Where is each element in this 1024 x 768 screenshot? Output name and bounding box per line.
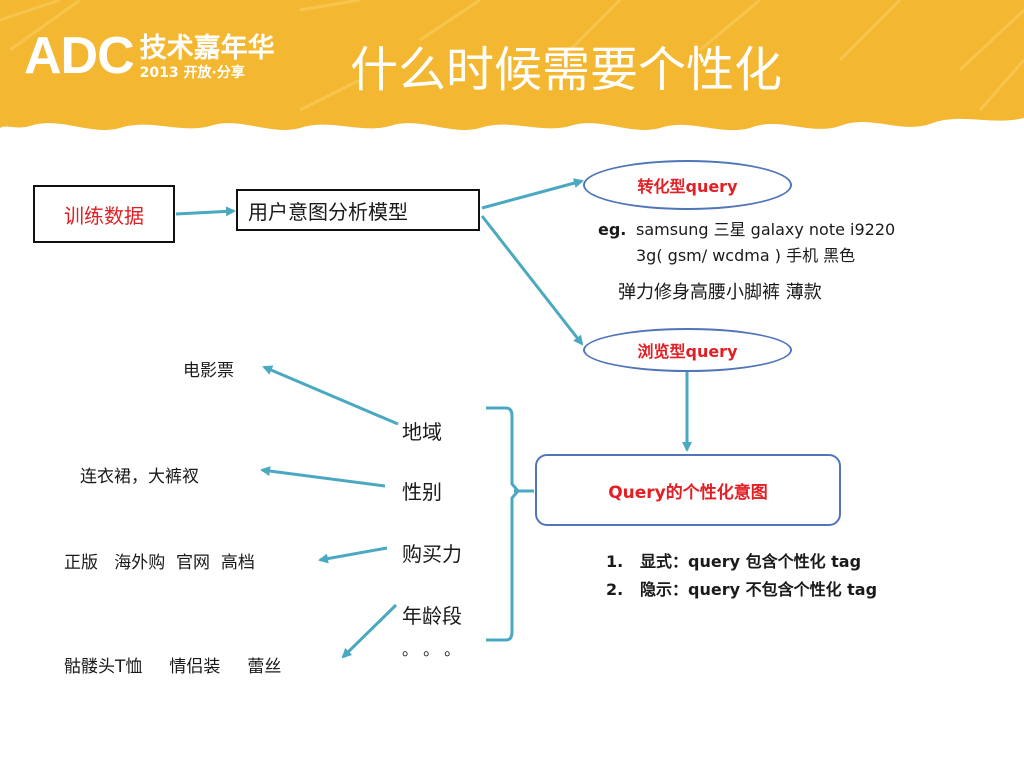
training-data-box: 训练数据 [33,185,175,243]
intent-model-label: 用户意图分析模型 [248,199,408,224]
example-prefix: eg. [598,220,627,239]
list-item-number: 2. [606,580,624,599]
header-banner [0,0,1024,131]
example-region: 电影票 [183,361,234,381]
arrow-gender-example [260,466,386,488]
intent-model-box: 用户意图分析模型 [236,189,480,231]
list-item-text: 隐示：query 不包含个性化 tag [640,580,878,599]
attribute-gender: 性别 [402,480,442,504]
personal-intent-label: Query的个性化意图 [608,482,768,503]
arrow-model-to-conversion [481,178,584,210]
logo-side: 技术嘉年华 2013 开放·分享 [140,28,275,82]
list-item-implicit: 2. 隐示：query 不包含个性化 tag [606,576,877,600]
list-item-number: 1. [606,552,624,571]
training-data-label: 训练数据 [64,203,144,228]
example-line-1: samsung 三星 galaxy note i9220 [636,220,896,239]
attribute-region: 地域 [402,420,442,444]
attribute-purchasing: 购买力 [402,542,462,566]
page-title: 什么时候需要个性化 [350,42,783,98]
conversion-query-node: 转化型query [583,160,792,210]
logo-year-text: 2013 开放·分享 [139,65,245,81]
arrow-age-example [341,603,398,659]
arrow-model-to-browse [480,215,584,346]
bracket [486,406,520,642]
example-line-3: 弹力修身高腰小脚裤 薄款 [618,282,822,303]
browse-query-node: 浏览型query [583,328,792,372]
example-line-2: 3g( gsm/ wcdma ) 手机 黑色 [636,246,856,265]
example-age: 骷髅头T恤 情侣装 蕾丝 [64,657,282,677]
logo-cn-text: 技术嘉年华 [139,33,275,64]
list-item-explicit: 1. 显式：query 包含个性化 tag [606,548,861,572]
personal-intent-node: Query的个性化意图 [535,454,841,526]
arrow-region-example [262,365,399,426]
list-item-text: 显式：query 包含个性化 tag [640,552,862,571]
arrow-purchasing-example [318,546,388,564]
example-gender: 连衣裙，大裤衩 [80,467,199,487]
attribute-ellipsis: 。 。 。 [402,640,461,659]
example-purchasing: 正版 海外购 官网 高档 [64,553,255,573]
logo-main-text: ADC [24,27,135,85]
conversion-query-label: 转化型query [637,177,738,196]
adc-logo: ADC 技术嘉年华 2013 开放·分享 [24,28,275,84]
arrow-training-to-model [175,206,236,217]
attribute-age: 年龄段 [402,604,462,628]
browse-query-label: 浏览型query [637,342,738,361]
